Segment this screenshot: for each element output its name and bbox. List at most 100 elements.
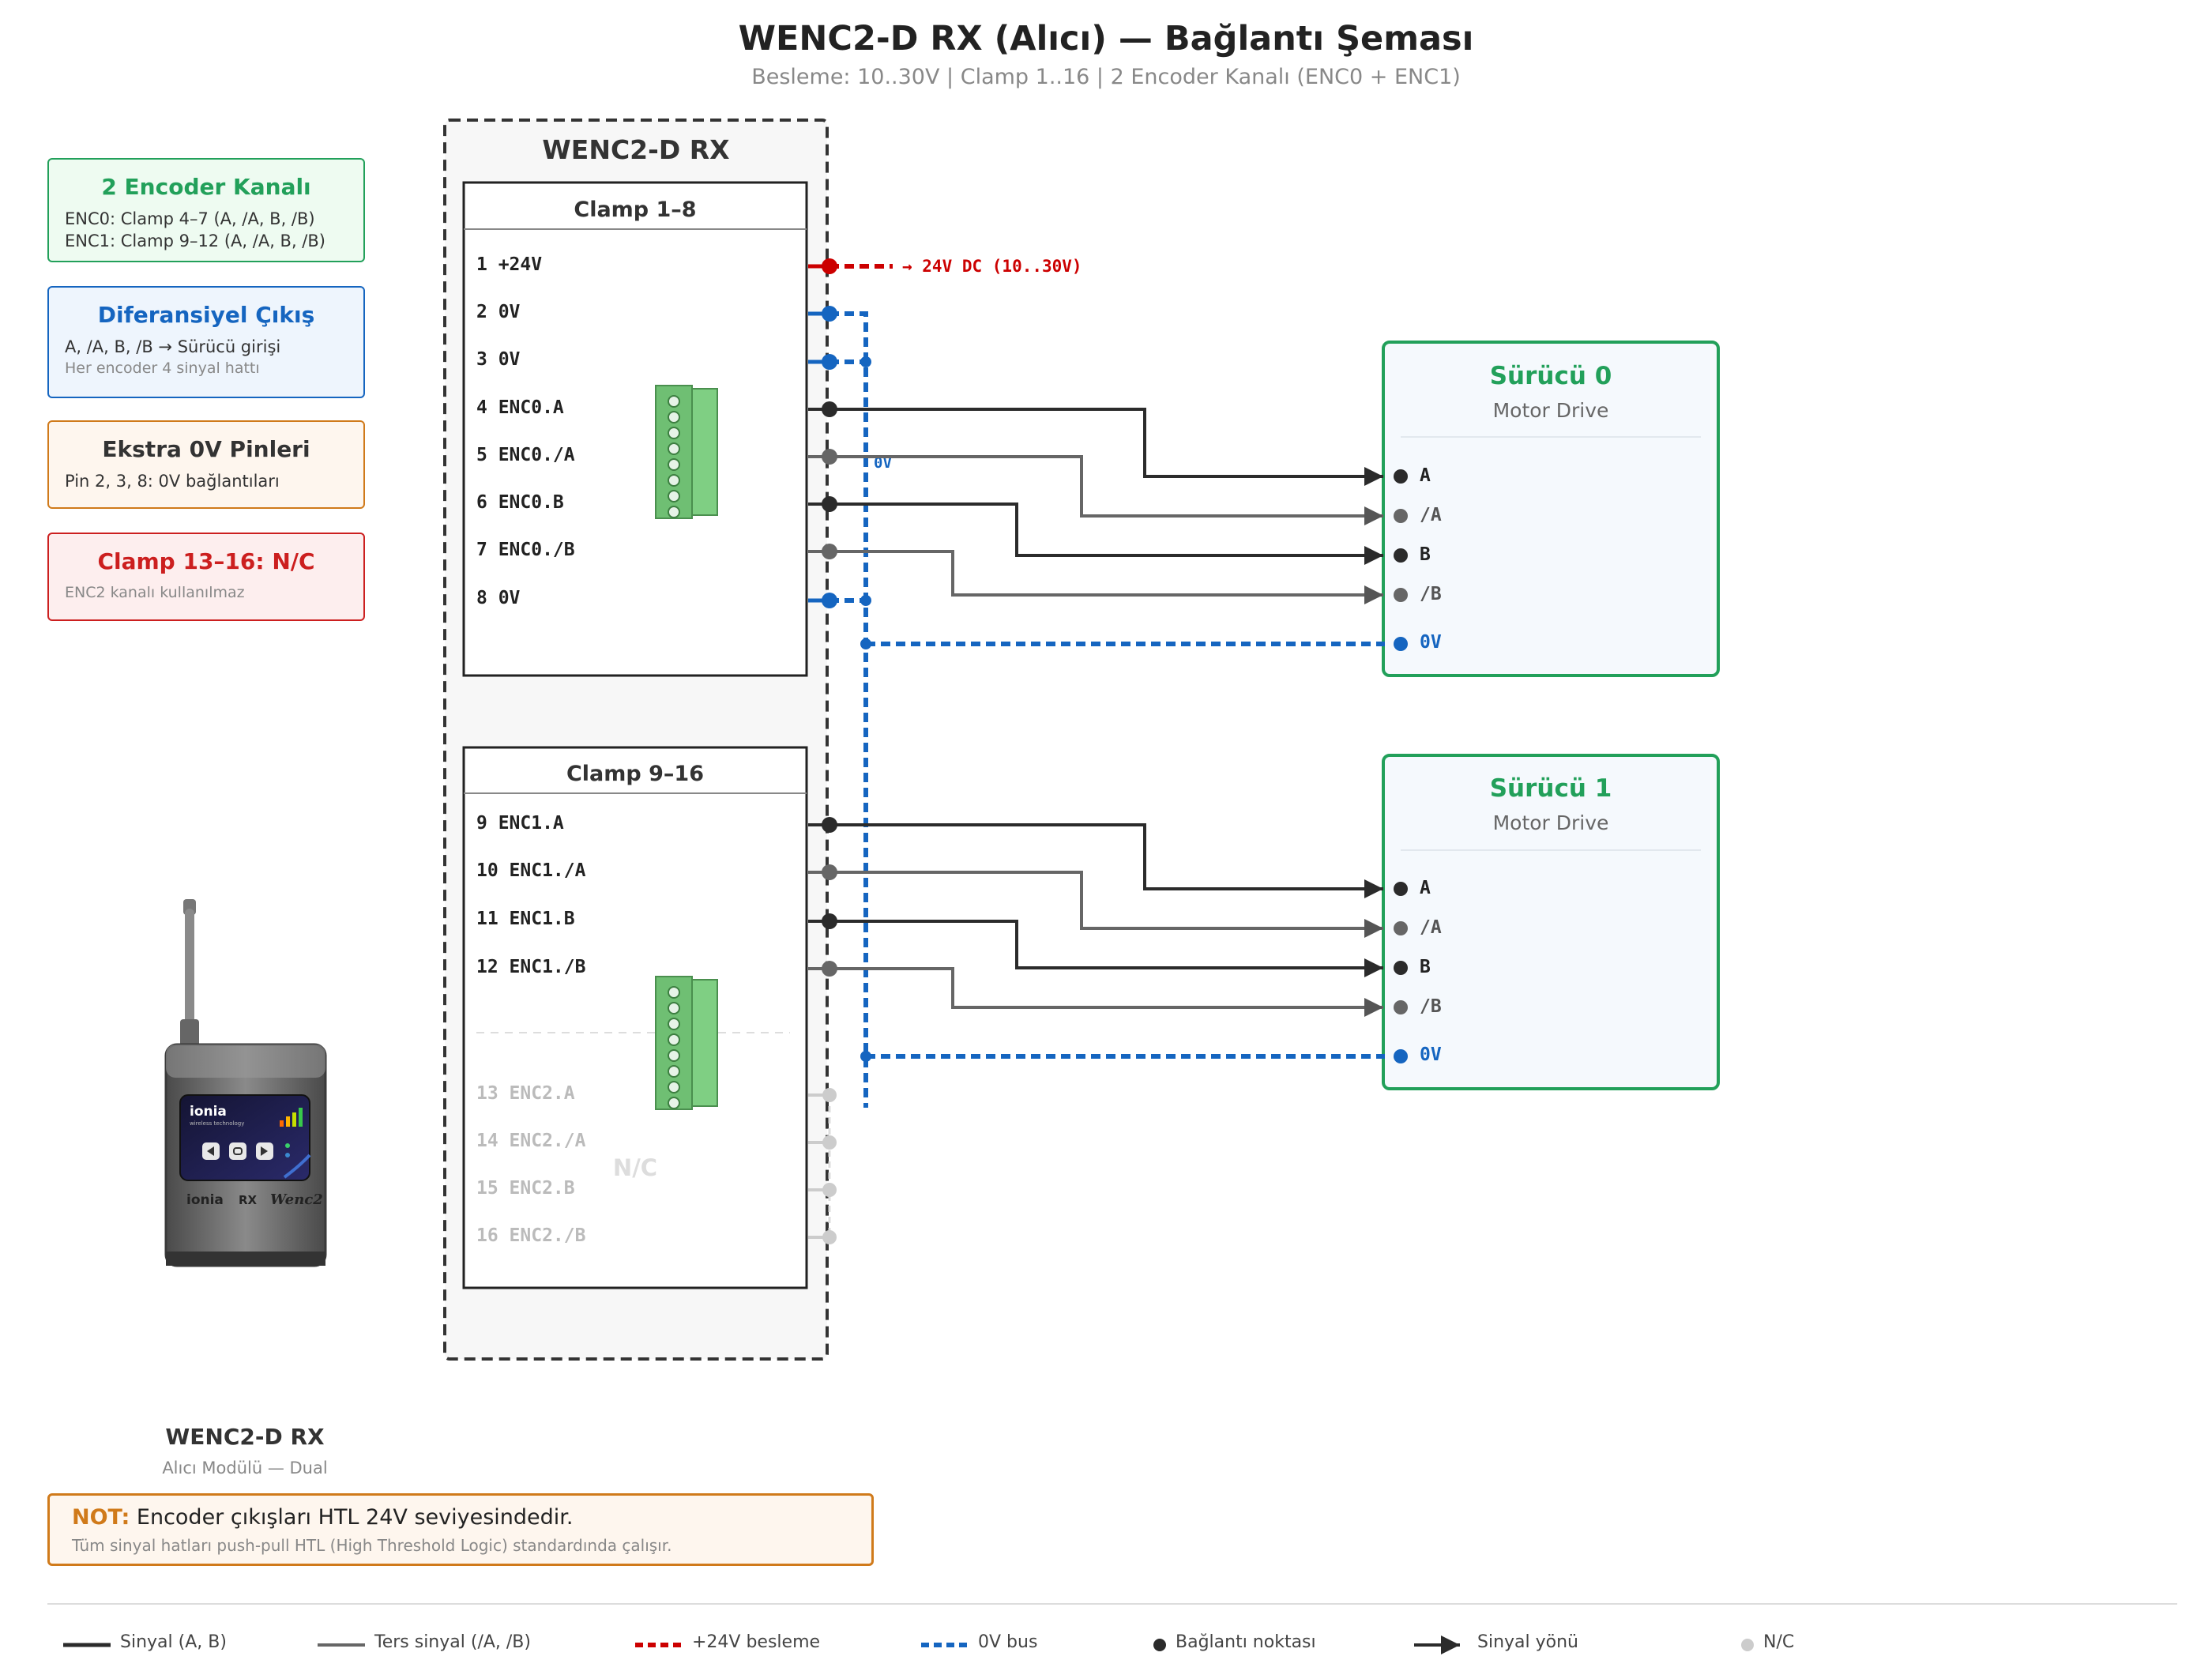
terminal-connector-bottom (655, 976, 718, 1110)
info-box-title: Ekstra 0V Pinleri (102, 436, 310, 462)
clamp-pin-3: 3 0V (476, 349, 521, 370)
driver-0-pin-inv-b: /B (1420, 584, 1442, 604)
clamp-pin-14: 14 ENC2./A (476, 1131, 586, 1151)
driver-0-subtitle: Motor Drive (1492, 399, 1609, 422)
terminal-screw (668, 1097, 680, 1109)
terminal-screw (668, 458, 680, 471)
supply-label: → 24V DC (10..30V) (902, 257, 1082, 276)
device-face-brand: ionia (186, 1192, 224, 1208)
legend-gray-dot-icon (1741, 1639, 1754, 1651)
wire-enc0-b (808, 502, 1383, 565)
nc-pin-dots (808, 1088, 837, 1244)
note-label: NOT: (72, 1505, 130, 1530)
clamp-pin-10: 10 ENC1./A (476, 860, 586, 881)
info-box-encoder-channels: 2 Encoder Kanalı ENC0: Clamp 4–7 (A, /A,… (47, 158, 365, 262)
clamp-pin-16: 16 ENC2./B (476, 1225, 586, 1246)
device-face-product: Wenc2 (270, 1191, 323, 1208)
device-caption: Alıcı Modülü — Dual (162, 1459, 328, 1477)
driver-1-subtitle: Motor Drive (1492, 811, 1609, 834)
driver-1-pin-inv-b: /B (1420, 996, 1442, 1017)
legend-label-inverse: Ters sinyal (/A, /B) (374, 1632, 531, 1652)
driver-1-title: Sürücü 1 (1489, 774, 1612, 803)
info-box-title: 2 Encoder Kanalı (101, 174, 311, 200)
wire-enc0-a (808, 408, 1383, 486)
info-box-note: ENC2 kanalı kullanılmaz (65, 584, 245, 601)
terminal-screw (668, 1018, 680, 1030)
clamp-pin-15: 15 ENC2.B (476, 1178, 575, 1199)
note-box: NOT: Encoder çıkışları HTL 24V seviyesin… (47, 1493, 874, 1566)
wire-enc1-a (808, 823, 1383, 898)
legend-dot-icon (1153, 1639, 1166, 1651)
clamp-pin-13: 13 ENC2.A (476, 1083, 575, 1104)
info-box-line: ENC1: Clamp 9–12 (A, /A, B, /B) (65, 231, 325, 250)
legend-label-dot: Bağlantı noktası (1176, 1632, 1316, 1652)
clamp-title-top: Clamp 1–8 (574, 198, 697, 222)
legend-label-signal: Sinyal (A, B) (120, 1632, 227, 1652)
device-brand: ionia (190, 1104, 227, 1120)
terminal-screw (668, 1033, 680, 1046)
driver-0-title: Sürücü 0 (1489, 362, 1612, 390)
clamp-pin-5: 5 ENC0./A (476, 445, 575, 465)
device-illustration: ionia wireless technology ionia RX Wenc2 (164, 899, 327, 1267)
clamp-pin-1: 1 +24V (476, 254, 543, 275)
terminal-screw (668, 411, 680, 423)
driver-1-pin-a: A (1420, 878, 1431, 898)
terminal-screw (668, 1081, 680, 1093)
info-box-extra-0v: Ekstra 0V Pinleri Pin 2, 3, 8: 0V bağlan… (47, 420, 365, 509)
legend-label-nc: N/C (1763, 1632, 1795, 1652)
driver-1-pin-0v: 0V (1420, 1045, 1442, 1065)
clamp-pin-4: 4 ENC0.A (476, 397, 564, 418)
terminal-screw (668, 442, 680, 455)
driver-pin-dots (1394, 469, 1408, 1063)
info-box-line: Pin 2, 3, 8: 0V bağlantıları (65, 472, 280, 491)
info-box-nc-clamps: Clamp 13–16: N/C ENC2 kanalı kullanılmaz (47, 533, 365, 621)
clamp-pin-7: 7 ENC0./B (476, 540, 575, 560)
clamp-block-9-16 (462, 746, 808, 1289)
clamp-pin-11: 11 ENC1.B (476, 909, 575, 929)
zero-volt-bus (830, 311, 1385, 1108)
clamp-pin-12: 12 ENC1./B (476, 957, 586, 977)
wire-enc1-inv-a (808, 871, 1383, 938)
legend-label-supply: +24V besleme (692, 1632, 821, 1652)
terminal-screw (668, 1002, 680, 1014)
info-box-line: A, /A, B, /B → Sürücü girişi (65, 337, 281, 356)
note-small: Tüm sinyal hatları push-pull HTL (High T… (72, 1536, 672, 1555)
terminal-screw (668, 490, 680, 502)
terminal-screw (668, 506, 680, 518)
driver-1-pin-inv-a: /A (1420, 917, 1442, 938)
nc-label: N/C (613, 1154, 657, 1181)
info-box-note: Her encoder 4 sinyal hattı (65, 359, 260, 377)
device-name: WENC2-D RX (165, 1424, 325, 1450)
driver-0-pin-b: B (1420, 544, 1431, 565)
driver-box-0 (1382, 341, 1720, 677)
bus-label: 0V (874, 454, 892, 472)
terminal-screw (668, 1065, 680, 1078)
device-face-model: RX (239, 1193, 258, 1207)
clamp-terminal-dots (822, 401, 837, 977)
legend-swatches (63, 1635, 1754, 1654)
connection-dot (822, 258, 837, 274)
wire-enc1-inv-b (808, 967, 1383, 1017)
clamp-pin-9: 9 ENC1.A (476, 813, 564, 834)
driver-1-pin-b: B (1420, 957, 1431, 977)
terminal-screw (668, 427, 680, 439)
clamp-pin-6: 6 ENC0.B (476, 492, 564, 513)
clamp-pin-8: 8 0V (476, 588, 521, 608)
info-box-title: Diferansiyel Çıkış (97, 302, 315, 328)
terminal-screw (668, 474, 680, 487)
wire-enc0-inv-b (808, 550, 1383, 604)
info-box-line: ENC0: Clamp 4–7 (A, /A, B, /B) (65, 209, 315, 228)
diagram-subtitle: Besleme: 10..30V | Clamp 1..16 | 2 Encod… (751, 65, 1461, 89)
terminal-connector-top (655, 385, 718, 519)
terminal-screw (668, 1049, 680, 1062)
info-box-differential-output: Diferansiyel Çıkış A, /A, B, /B → Sürücü… (47, 286, 365, 398)
legend-label-arrow: Sinyal yönü (1477, 1632, 1578, 1652)
clamp-block-1-8 (462, 181, 808, 677)
terminal-screw (668, 986, 680, 999)
terminal-screw (668, 395, 680, 408)
wire-enc1-b (808, 920, 1383, 977)
note-text: Encoder çıkışları HTL 24V seviyesindedir… (136, 1505, 574, 1530)
module-title: WENC2-D RX (542, 134, 730, 165)
wire-enc0-inv-a (808, 455, 1383, 525)
